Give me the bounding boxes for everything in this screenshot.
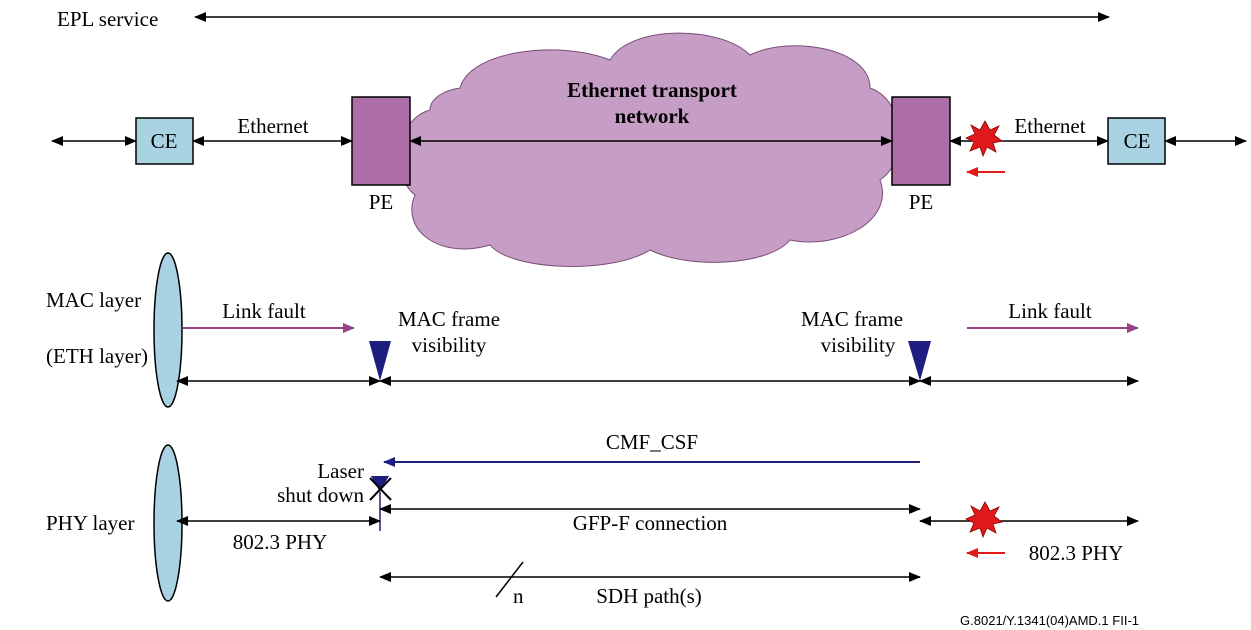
ethernet-transport-cloud [398,32,901,267]
cloud-label-line2: network [615,104,690,128]
pe-left-label: PE [369,190,394,214]
fault-star-icon [965,120,1003,158]
ethernet-left-label: Ethernet [237,114,308,138]
cloud-label-line1: Ethernet transport [567,78,737,102]
cmf-csf-label: CMF_CSF [606,430,698,454]
mac-layer-ellipse [153,252,183,408]
link-fault-right-label: Link fault [1008,299,1092,323]
ce-right-label: CE [1124,129,1151,153]
phy-layer-ellipse [153,444,183,602]
mac-visibility-left-line1: MAC frame [398,307,500,331]
mac-visibility-right-triangle [908,341,931,381]
phy-left-label: 802.3 PHY [233,530,328,554]
laser-shutdown-line1: Laser [317,459,364,483]
mac-layer-label-line2: (ETH layer) [46,344,148,368]
laser-shutdown-line2: shut down [277,483,364,507]
figure-id: G.8021/Y.1341(04)AMD.1 FII-1 [960,613,1139,628]
mac-visibility-right-line2: visibility [821,333,896,357]
phy-right-label: 802.3 PHY [1029,541,1124,565]
mac-layer-label-line1: MAC layer [46,288,141,312]
sdh-n-label: n [513,584,524,608]
mac-visibility-left-line2: visibility [412,333,487,357]
sdh-n-slash [495,561,524,598]
epl-service-label: EPL service [57,7,158,31]
mac-visibility-right-line1: MAC frame [801,307,903,331]
pe-left-box [351,96,411,186]
gfp-connection-label: GFP-F connection [573,511,728,535]
mac-visibility-left-triangle [369,341,391,381]
phy-layer-label: PHY layer [46,511,134,535]
link-fault-left-label: Link fault [222,299,306,323]
phy-fault-star-icon [965,501,1003,539]
laser-shutdown-cross-b [369,477,392,501]
ce-left-label: CE [151,129,178,153]
sdh-path-label: SDH path(s) [596,584,702,608]
ethernet-right-label: Ethernet [1014,114,1085,138]
laser-shutdown-triangle [371,476,389,492]
pe-right-box [891,96,951,186]
pe-right-label: PE [909,190,934,214]
